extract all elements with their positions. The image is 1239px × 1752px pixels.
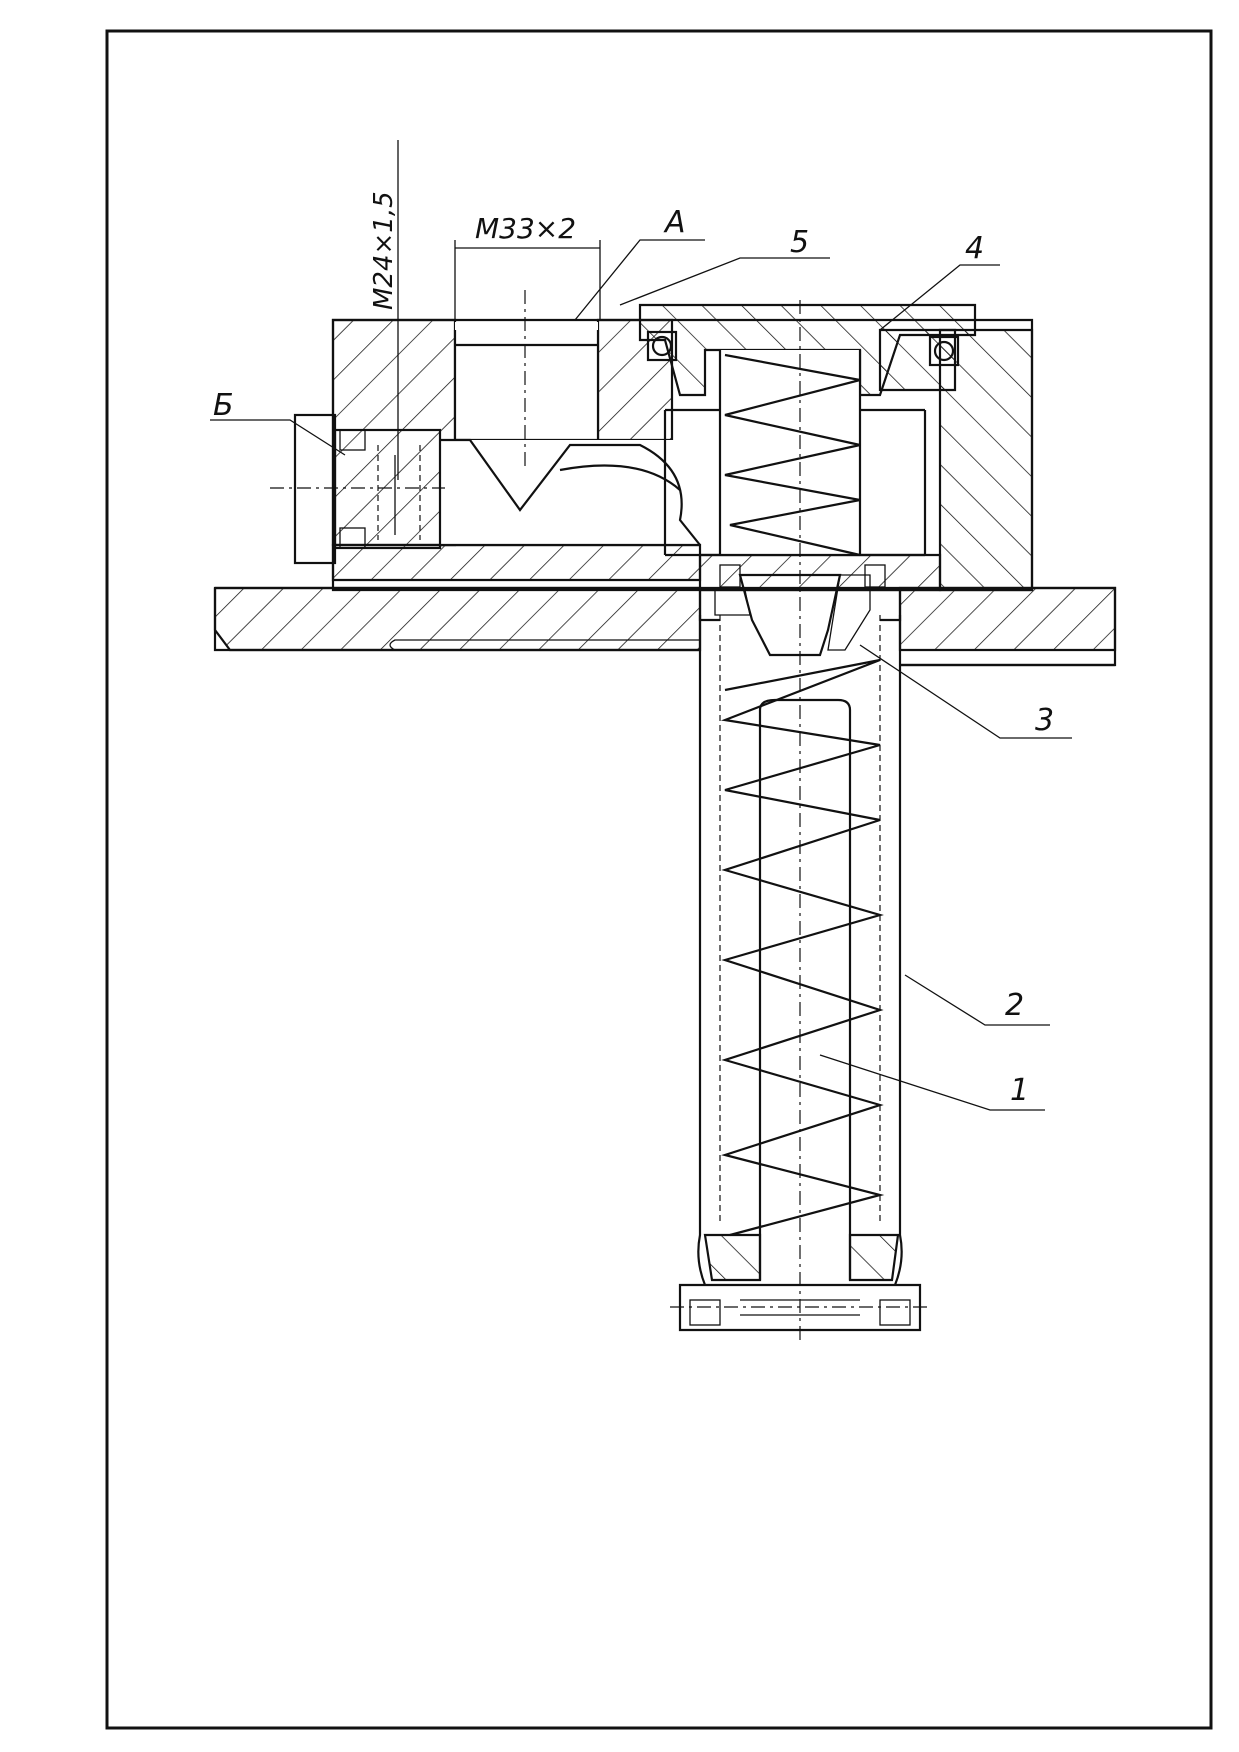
label-5: 5 <box>790 225 809 260</box>
plug-b <box>293 413 442 565</box>
leader-1: 1 <box>819 1054 1045 1111</box>
label-3: 3 <box>1035 703 1054 738</box>
leader-b: Б <box>210 388 346 456</box>
leader-2: 2 <box>904 974 1050 1026</box>
flange <box>213 586 1117 667</box>
seal-ring-right <box>928 335 960 367</box>
thread-m24-label: M24×1,5 <box>369 191 399 310</box>
leader-3: 3 <box>859 644 1072 739</box>
label-2: 2 <box>1005 988 1024 1023</box>
dimension-m24: M24×1,5 <box>369 191 399 310</box>
upper-spring-chamber <box>663 350 927 557</box>
leader-a: A <box>574 205 705 321</box>
cavity-a <box>440 322 701 547</box>
sheet-frame <box>105 29 1213 1730</box>
label-4: 4 <box>965 231 984 266</box>
tube-body <box>670 615 930 1332</box>
dimension-m33: M33×2 <box>454 212 601 320</box>
label-a: A <box>663 205 686 240</box>
thread-m33-label: M33×2 <box>475 212 576 245</box>
label-b: Б <box>213 388 234 423</box>
leader-5: 5 <box>619 225 830 306</box>
label-1: 1 <box>1010 1073 1029 1108</box>
leader-4: 4 <box>879 231 1000 331</box>
seal-ring-left <box>646 330 678 362</box>
